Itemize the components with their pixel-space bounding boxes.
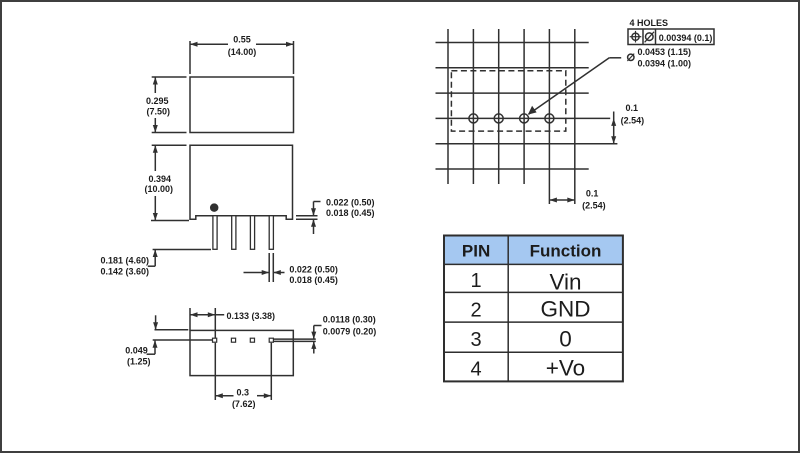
- svg-text:0.1: 0.1: [625, 103, 638, 113]
- svg-text:Vin: Vin: [549, 270, 581, 295]
- svg-text:(7.62): (7.62): [232, 399, 256, 409]
- svg-text:0.049: 0.049: [125, 346, 148, 356]
- svg-text:0.295: 0.295: [146, 96, 169, 106]
- svg-text:0.142 (3.60): 0.142 (3.60): [101, 267, 150, 277]
- svg-text:0.0394 (1.00): 0.0394 (1.00): [638, 59, 692, 69]
- svg-text:0.0118 (0.30): 0.0118 (0.30): [323, 314, 376, 324]
- svg-text:4: 4: [471, 359, 482, 381]
- svg-text:(2.54): (2.54): [621, 116, 645, 126]
- svg-text:3: 3: [471, 329, 482, 351]
- svg-text:0.133 (3.38): 0.133 (3.38): [227, 311, 276, 321]
- svg-text:0.00394 (0.1): 0.00394 (0.1): [659, 33, 713, 43]
- svg-text:0.018 (0.45): 0.018 (0.45): [326, 208, 375, 218]
- svg-text:2: 2: [471, 300, 482, 322]
- svg-text:0.018 (0.45): 0.018 (0.45): [289, 275, 338, 285]
- svg-text:4 HOLES: 4 HOLES: [630, 18, 669, 28]
- svg-text:1: 1: [471, 270, 482, 292]
- svg-text:GND: GND: [541, 297, 591, 322]
- svg-text:(10.00): (10.00): [145, 184, 174, 194]
- svg-text:0.394: 0.394: [149, 174, 172, 184]
- svg-text:+Vo: +Vo: [546, 356, 585, 381]
- svg-text:PIN: PIN: [462, 242, 490, 261]
- svg-text:0.3: 0.3: [237, 387, 250, 397]
- svg-text:0.0079 (0.20): 0.0079 (0.20): [323, 326, 377, 336]
- svg-text:0.022 (0.50): 0.022 (0.50): [289, 265, 338, 275]
- svg-text:(2.54): (2.54): [582, 201, 606, 211]
- svg-text:0: 0: [559, 327, 572, 352]
- svg-text:0.0453 (1.15): 0.0453 (1.15): [638, 47, 692, 57]
- svg-text:(1.25): (1.25): [127, 357, 151, 367]
- svg-text:0.022 (0.50): 0.022 (0.50): [326, 198, 375, 208]
- svg-text:(7.50): (7.50): [147, 107, 171, 117]
- svg-text:0.1: 0.1: [586, 189, 599, 199]
- svg-text:(14.00): (14.00): [228, 47, 257, 57]
- svg-text:Function: Function: [530, 242, 602, 261]
- svg-text:0.181 (4.60): 0.181 (4.60): [101, 255, 150, 265]
- svg-text:0.55: 0.55: [233, 35, 251, 45]
